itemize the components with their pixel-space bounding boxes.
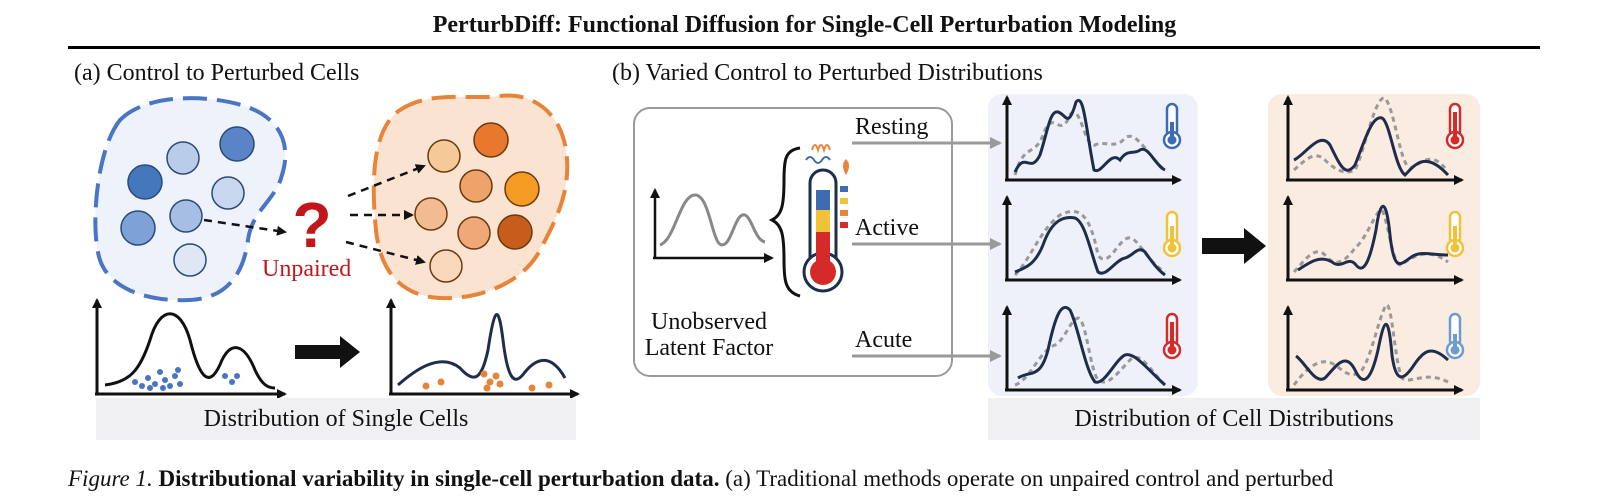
- state-label-acute: Acute: [855, 327, 913, 353]
- control-cell: [127, 164, 163, 200]
- state-label-resting: Resting: [855, 114, 929, 140]
- brace-icon: [768, 146, 801, 298]
- perturbed-cell: [429, 249, 463, 283]
- perturbed-cell: [497, 214, 533, 250]
- perturbed-cell: [504, 171, 540, 207]
- perturbed-cell: [427, 139, 461, 173]
- control-plot-resting: [1002, 95, 1182, 185]
- control-density-curve: [104, 312, 276, 390]
- perturbed-cell: [414, 197, 448, 231]
- latent-factor-line2: Latent Factor: [644, 335, 774, 361]
- state-label-active: Active: [855, 215, 919, 241]
- unpaired-question-icon: ?: [292, 189, 331, 261]
- control-cell: [120, 210, 156, 246]
- panel-b-label: (b) Varied Control to Perturbed Distribu…: [612, 60, 1043, 86]
- perturbed-cell: [459, 169, 493, 203]
- panel-a-label: (a) Control to Perturbed Cells: [74, 60, 360, 86]
- caption-text: (a) Traditional methods operate on unpai…: [725, 466, 1334, 491]
- latent-factor-label: Unobserved Latent Factor: [634, 309, 784, 361]
- latent-factor-line1: Unobserved: [651, 309, 767, 335]
- thermometer-mid-icon: [1162, 210, 1182, 258]
- figure-caption: Figure 1. Distributional variability in …: [68, 466, 1333, 492]
- control-distributions-panel: [988, 94, 1198, 396]
- figure-number: Figure 1.: [68, 466, 153, 491]
- control-cell: [173, 243, 207, 277]
- thermometer-cold-icon: [1162, 102, 1182, 150]
- panel-b-footer: Distribution of Cell Distributions: [988, 398, 1480, 440]
- perturbed-cell: [473, 122, 509, 158]
- perturbed-cell: [457, 216, 491, 250]
- header-divider: [68, 46, 1540, 49]
- thermometer-hot-icon: [1445, 102, 1465, 150]
- control-plot-active: [1002, 195, 1182, 285]
- thermometer-cold-icon: [1445, 312, 1465, 360]
- thermometer-mid-icon: [1445, 210, 1465, 258]
- perturbed-plot-3: [1283, 303, 1464, 395]
- control-cell: [169, 199, 203, 233]
- perturbed-density-curve: [397, 313, 567, 387]
- control-cell: [219, 126, 255, 162]
- thermometer-hot-icon: [1162, 312, 1182, 360]
- transform-arrow-icon: [295, 336, 360, 368]
- caption-title: Distributional variability in single-cel…: [158, 466, 720, 491]
- panel-a-footer: Distribution of Single Cells: [96, 398, 576, 440]
- latent-factor-box: [633, 107, 953, 377]
- perturbed-plot-2: [1283, 195, 1464, 285]
- transform-arrow-icon: [1202, 228, 1266, 264]
- thermometer-icon: [802, 144, 849, 293]
- control-plot-acute: [1002, 305, 1182, 395]
- page-title: PerturbDiff: Functional Diffusion for Si…: [432, 12, 1177, 38]
- perturbed-plot-1: [1283, 95, 1464, 185]
- control-cell: [166, 141, 200, 175]
- unpaired-label: Unpaired: [262, 256, 352, 282]
- control-cell: [211, 176, 245, 210]
